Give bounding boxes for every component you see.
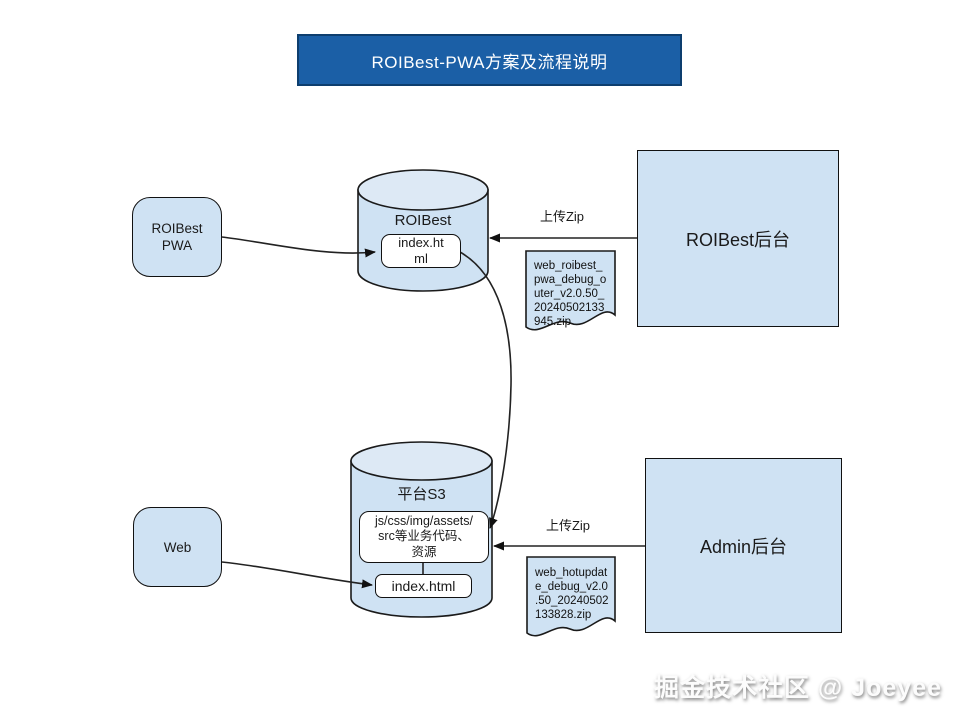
edge-web-to-s3-index (221, 561, 373, 589)
node-admin-backend: Admin后台 (645, 458, 842, 633)
bottom-zip-document-shape (526, 556, 616, 637)
top-zip-document-text: web_roibest_ pwa_debug_o uter_v2.0.50_ 2… (534, 260, 607, 328)
watermark: 掘金技术社区 @ Joeyee (653, 674, 942, 702)
roibest-index-html-box: index.ht ml (381, 234, 461, 268)
s3-label: 平台S3 (397, 485, 446, 503)
top-zip-document-shape (525, 250, 616, 331)
s3-cylinder-top (350, 441, 493, 481)
upload-zip-label-top: 上传Zip (539, 208, 585, 224)
node-roibest-backend: ROIBest后台 (637, 150, 839, 327)
s3-assets-box: js/css/img/assets/ src等业务代码、 资源 (359, 511, 489, 563)
bottom-zip-document-text: web_hotupdat e_debug_v2.0 .50_20240502 1… (535, 567, 609, 621)
diagram-title: ROIBest-PWA方案及流程说明 (297, 34, 682, 86)
upload-zip-label-bottom: 上传Zip (545, 517, 591, 533)
node-roibest-pwa: ROIBest PWA (132, 197, 222, 277)
roibest-db-label: ROIBest (394, 211, 452, 229)
edge-pwa-to-roibest-index (221, 236, 376, 258)
s3-index-html-box: index.html (375, 574, 472, 598)
edge-roibest-index-to-s3-assets (459, 251, 512, 529)
roibest-cylinder-top (357, 169, 489, 211)
node-web: Web (133, 507, 222, 587)
